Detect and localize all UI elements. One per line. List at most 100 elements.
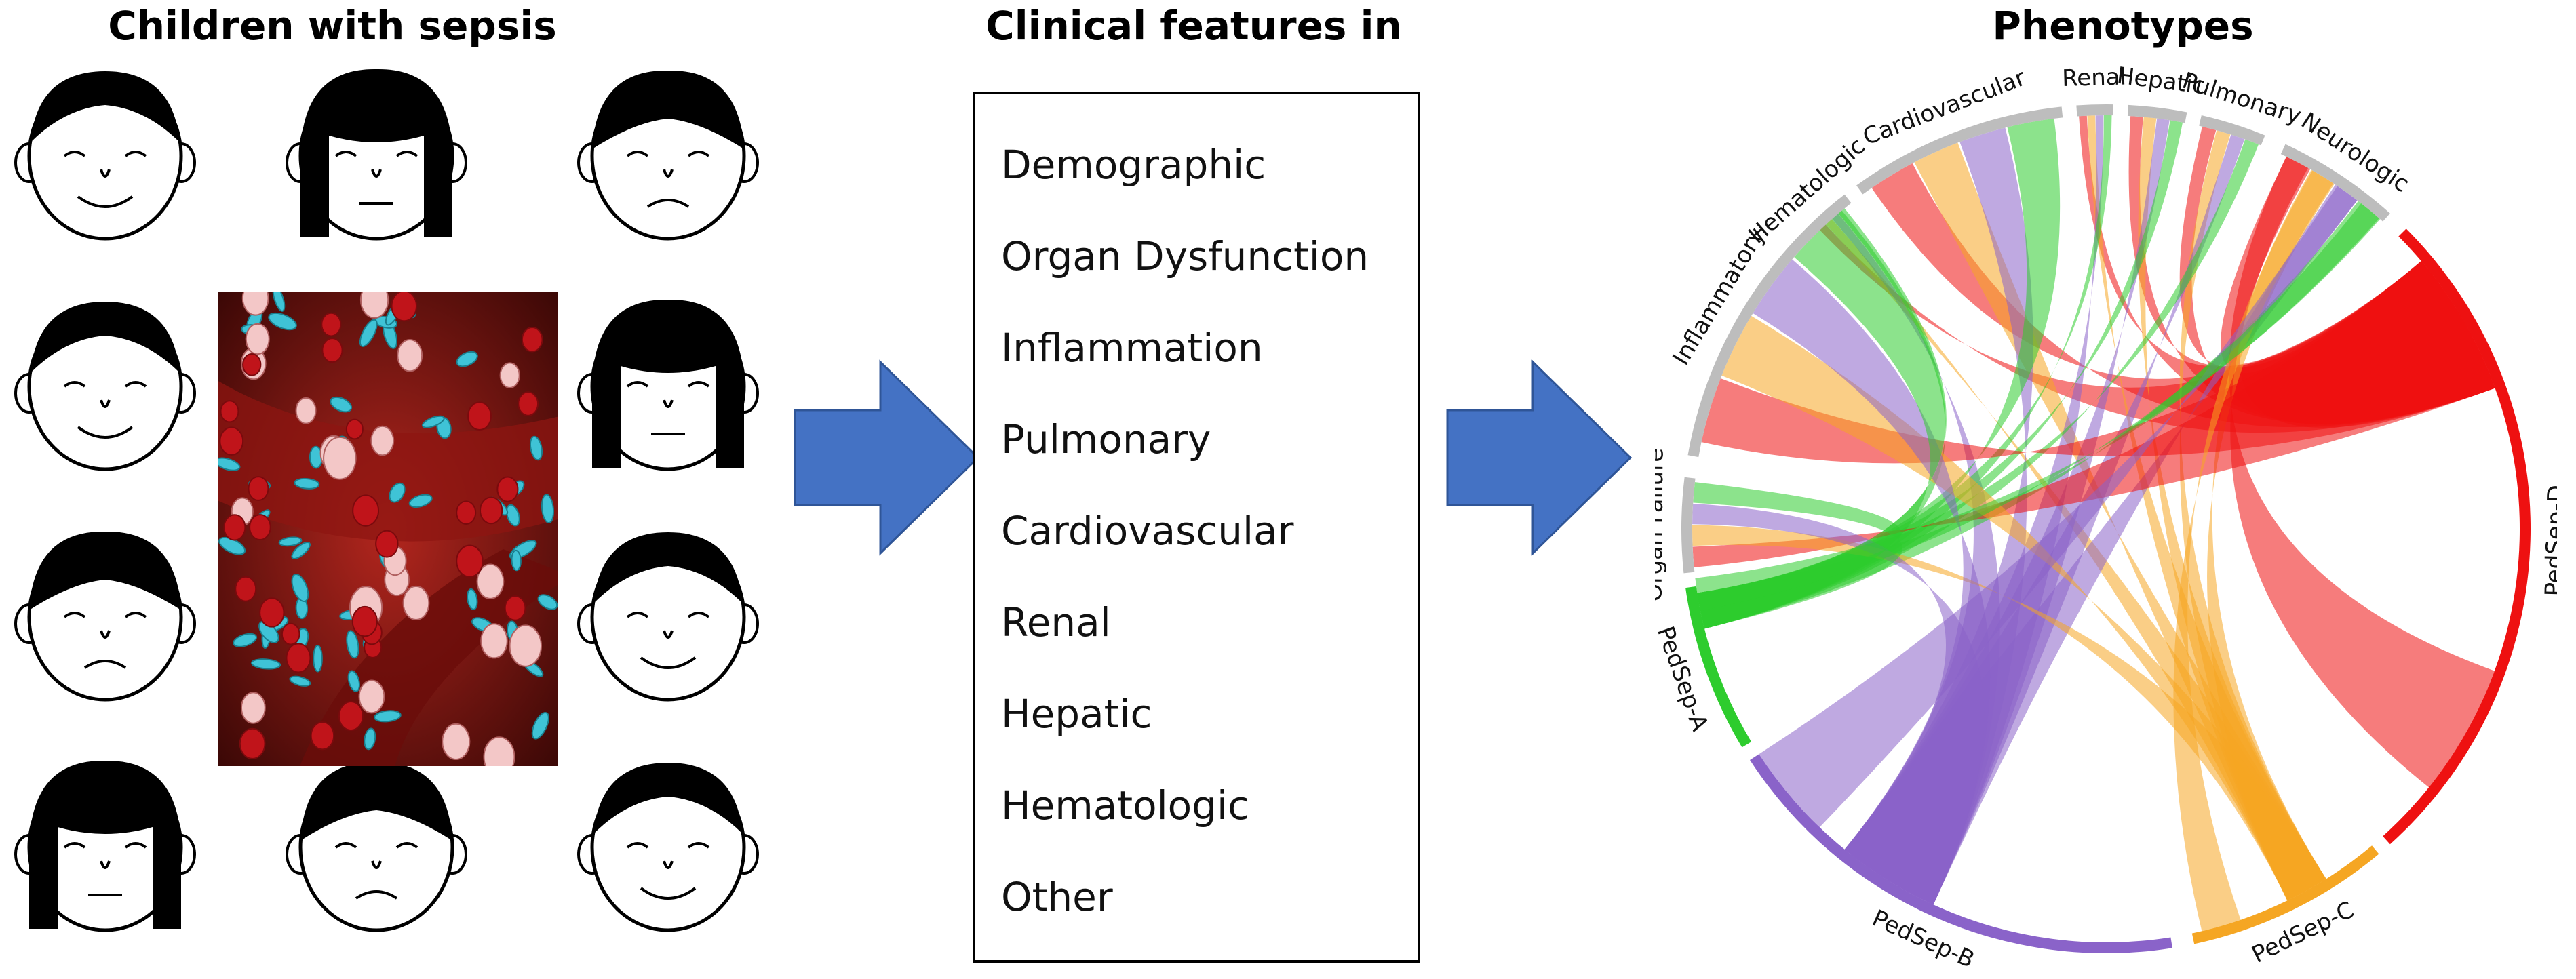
feature-organ-dysfunction: Organ Dysfunction <box>1001 233 1369 279</box>
red-cell-icon <box>345 418 364 440</box>
white-cell-icon <box>370 425 395 456</box>
red-cell-icon <box>235 576 257 602</box>
red-cell-icon <box>239 727 266 759</box>
white-cell-icon <box>499 362 520 388</box>
chord-sector-label: PedSep-D <box>2540 485 2557 597</box>
chord-sector-arc <box>2191 845 2379 944</box>
feature-other: Other <box>1001 874 1113 920</box>
blood-cells-image <box>218 292 558 766</box>
bacteria-icon <box>278 536 303 547</box>
chord-sector-arc <box>1856 106 2063 195</box>
chord-ribbon <box>1697 118 2061 629</box>
chord-sector-arc <box>2280 144 2390 222</box>
children-title: Children with sepsis <box>108 3 557 49</box>
bacteria-icon <box>268 312 297 331</box>
child-face-icon <box>577 763 759 932</box>
white-cell-icon <box>476 563 505 599</box>
red-cell-icon <box>220 400 239 423</box>
chord-ribbon <box>1759 186 2358 828</box>
chord-ribbon <box>2179 130 2326 901</box>
red-cell-icon <box>248 476 269 501</box>
bacteria-icon <box>511 549 522 572</box>
bacteria-icon <box>330 396 353 413</box>
white-cell-icon <box>480 623 508 659</box>
bacteria-icon <box>258 620 279 643</box>
red-cell-icon <box>281 622 300 645</box>
bacteria-icon <box>364 727 376 751</box>
child-face-icon <box>577 532 759 702</box>
white-cell-icon <box>397 338 423 372</box>
red-cell-icon <box>321 312 342 337</box>
red-cell-icon <box>504 595 526 621</box>
bacteria-icon <box>537 594 558 610</box>
red-cell-icon <box>456 500 477 525</box>
white-cell-icon <box>359 292 389 319</box>
chord-sector-arc <box>2383 228 2531 845</box>
red-cell-icon <box>352 494 380 527</box>
bacteria-icon <box>374 710 402 723</box>
chord-sector-arc <box>1685 586 1752 748</box>
feature-inflammation: Inflammation <box>1001 325 1263 371</box>
bacteria-icon <box>467 588 478 610</box>
white-cell-icon <box>358 679 385 714</box>
chord-sector-label: PedSep-B <box>1868 904 1978 974</box>
red-cell-icon <box>351 605 378 637</box>
red-cell-icon <box>249 514 271 540</box>
bacteria-icon <box>250 658 281 670</box>
red-cell-icon <box>286 643 311 673</box>
chord-ribbon <box>1753 259 1991 905</box>
features-title: Clinical features in <box>985 3 1402 49</box>
red-cell-icon <box>467 401 492 431</box>
child-face-icon <box>577 299 759 471</box>
chord-sector-label: Renal <box>2062 63 2127 92</box>
red-cell-icon <box>521 326 543 353</box>
red-cell-icon <box>479 496 503 525</box>
feature-hepatic: Hepatic <box>1001 691 1152 737</box>
bacteria-icon <box>291 574 309 602</box>
feature-hematologic: Hematologic <box>1001 782 1249 828</box>
chord-sector-arc <box>2199 115 2265 146</box>
white-cell-icon <box>483 736 515 766</box>
phenotypes-title: Phenotypes <box>1992 3 2254 49</box>
bacteria-icon <box>408 494 433 508</box>
bacteria-icon <box>531 711 549 740</box>
red-cell-icon <box>219 426 244 456</box>
feature-cardiovascular: Cardiovascular <box>1001 508 1294 554</box>
white-cell-icon <box>295 397 317 424</box>
red-cell-icon <box>310 721 335 751</box>
chord-sector-arc <box>2076 104 2113 117</box>
white-cell-icon <box>245 323 270 355</box>
child-face-icon <box>14 760 196 932</box>
feature-demographic: Demographic <box>1001 142 1266 188</box>
red-cell-icon <box>391 292 418 322</box>
chord-sector-arc <box>2127 104 2187 123</box>
chord-sector-arc <box>1681 477 1696 574</box>
right-arrow-icon <box>1446 359 1633 556</box>
bacteria-icon <box>294 477 320 490</box>
bacteria-icon <box>347 670 360 692</box>
chord-sector-arc <box>1749 754 2172 953</box>
chord-sector-label: Organ Failure <box>1655 448 1669 602</box>
feature-renal: Renal <box>1001 599 1111 645</box>
red-cell-icon <box>375 530 399 558</box>
red-cell-icon <box>456 544 484 578</box>
red-cell-icon <box>223 514 246 541</box>
white-cell-icon <box>442 723 471 761</box>
bacteria-icon <box>218 457 241 471</box>
white-cell-icon <box>509 624 543 667</box>
children-faces-panel <box>14 68 759 932</box>
white-cell-icon <box>241 292 269 316</box>
bacteria-icon <box>359 319 378 348</box>
chord-ribbon <box>1721 315 2326 901</box>
red-cell-icon <box>259 597 285 628</box>
chord-sector-label: PedSep-C <box>2248 896 2358 969</box>
bacteria-icon <box>506 504 520 527</box>
bacteria-icon <box>291 542 311 559</box>
white-cell-icon <box>240 692 266 724</box>
right-arrow-icon <box>794 359 980 556</box>
bacteria-icon <box>233 633 258 647</box>
bacteria-icon <box>389 482 406 503</box>
child-face-icon <box>14 71 196 241</box>
red-cell-icon <box>496 476 519 502</box>
bacteria-icon <box>272 292 286 312</box>
